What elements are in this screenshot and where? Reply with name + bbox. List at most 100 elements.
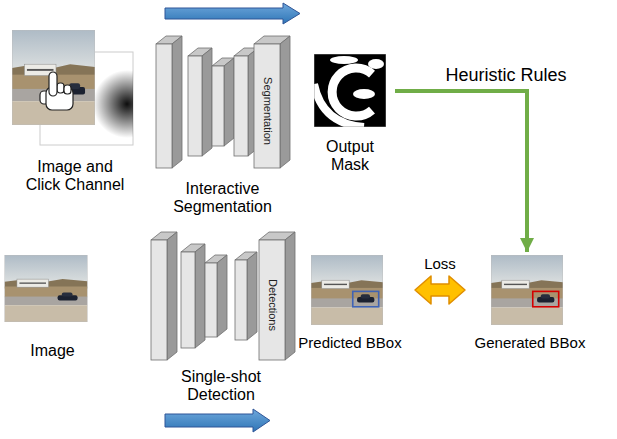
caption: Interactive Segmentation — [157, 180, 289, 217]
layer-block — [156, 36, 182, 168]
click-cursor — [40, 72, 73, 110]
photo-frame — [5, 255, 88, 322]
caption-holder: Predicted BBox — [289, 334, 411, 351]
edge-label-holder: Heuristic Rules — [442, 65, 569, 86]
edge-label: Loss — [421, 255, 459, 272]
layer-side — [247, 252, 257, 340]
edge-label-holder: Loss — [421, 255, 459, 273]
mask-background — [314, 54, 386, 127]
building — [502, 280, 529, 288]
building-windows — [27, 69, 54, 71]
photo-frame — [311, 255, 383, 325]
layer-side — [285, 232, 295, 360]
photo — [5, 255, 88, 322]
sky — [311, 255, 383, 290]
image-panel: Predicted BBox — [287, 252, 413, 351]
illustration — [2, 252, 97, 336]
sky — [491, 255, 563, 290]
layer-front — [151, 240, 167, 360]
cursor-finger — [57, 83, 64, 93]
building-windows — [324, 284, 347, 285]
building-windows — [504, 284, 527, 285]
mask-frame — [314, 54, 386, 127]
layer-front — [254, 44, 280, 168]
layer-block — [235, 252, 257, 340]
network-stack: SegmentationInteractive Segmentation — [150, 28, 295, 217]
caption-holder: Interactive Segmentation — [157, 180, 289, 217]
image-panel: Image — [2, 252, 103, 360]
layer-side — [172, 36, 182, 168]
flow-arrow — [165, 3, 300, 24]
mask-panel: Output Mask — [305, 52, 395, 175]
illustration — [305, 52, 395, 130]
layer-block — [181, 244, 205, 348]
car-cabin — [541, 294, 550, 298]
building-windows — [19, 282, 46, 283]
caption: Output Mask — [313, 138, 387, 175]
layer-front — [181, 252, 195, 348]
caption-holder: Output Mask — [313, 138, 387, 175]
illustration — [150, 28, 295, 176]
ground — [491, 308, 563, 326]
mask-region — [353, 89, 375, 99]
layer-front — [259, 240, 285, 360]
caption: Image — [4, 342, 101, 360]
edge-label: Heuristic Rules — [442, 65, 569, 85]
layer-side — [217, 255, 227, 337]
caption: Single-shot Detection — [160, 368, 282, 405]
cursor-finger — [64, 85, 71, 94]
caption-holder: Image and Click Channel — [21, 158, 129, 195]
layer-front — [205, 263, 217, 337]
mask-region — [330, 56, 358, 64]
layer-block — [151, 232, 177, 360]
layer-front — [212, 66, 224, 146]
sky — [5, 255, 88, 289]
caption-holder: Image — [4, 342, 101, 360]
layer-front — [188, 56, 202, 156]
layer-block — [212, 58, 234, 146]
illustration — [287, 252, 407, 328]
input-image-panel: Image and Click Channel — [5, 28, 145, 195]
network-stack: DetectionsSingle-shot Detection — [145, 228, 297, 405]
mask-region — [368, 59, 384, 69]
bounding-box — [353, 291, 379, 306]
caption: Image and Click Channel — [21, 158, 129, 195]
caption-holder: Generated BBox — [469, 334, 591, 351]
photo — [12, 30, 95, 125]
layer-front — [156, 44, 172, 168]
illustration — [467, 252, 587, 328]
flow-arrow — [165, 409, 270, 432]
cursor-finger — [49, 72, 57, 96]
layer-side — [224, 58, 234, 146]
photo-frame — [12, 30, 95, 125]
flow-arrow — [395, 91, 527, 252]
car-cabin — [361, 294, 370, 298]
layer-block — [259, 232, 295, 360]
caption-holder: Single-shot Detection — [160, 368, 282, 405]
bounding-box — [533, 291, 559, 306]
ground — [5, 305, 88, 322]
building — [17, 279, 49, 287]
layer-side — [202, 48, 212, 156]
photo — [311, 255, 383, 325]
ground — [311, 308, 383, 326]
building — [322, 280, 349, 288]
car-cabin — [62, 293, 73, 297]
photo-frame — [491, 255, 563, 325]
layer-front — [234, 56, 248, 156]
layer-side — [195, 244, 205, 348]
layer-side — [280, 36, 290, 168]
sky — [12, 30, 95, 78]
layer-front — [235, 260, 247, 340]
mask-image — [314, 54, 386, 127]
image-panel: Generated BBox — [467, 252, 593, 351]
photo — [491, 255, 563, 325]
illustration — [5, 28, 145, 150]
layer-side — [167, 232, 177, 360]
click-gaussian — [93, 70, 133, 138]
caption: Predicted BBox — [289, 334, 411, 351]
layer-block — [188, 48, 212, 156]
layer-block — [254, 36, 290, 168]
caption: Generated BBox — [469, 334, 591, 351]
